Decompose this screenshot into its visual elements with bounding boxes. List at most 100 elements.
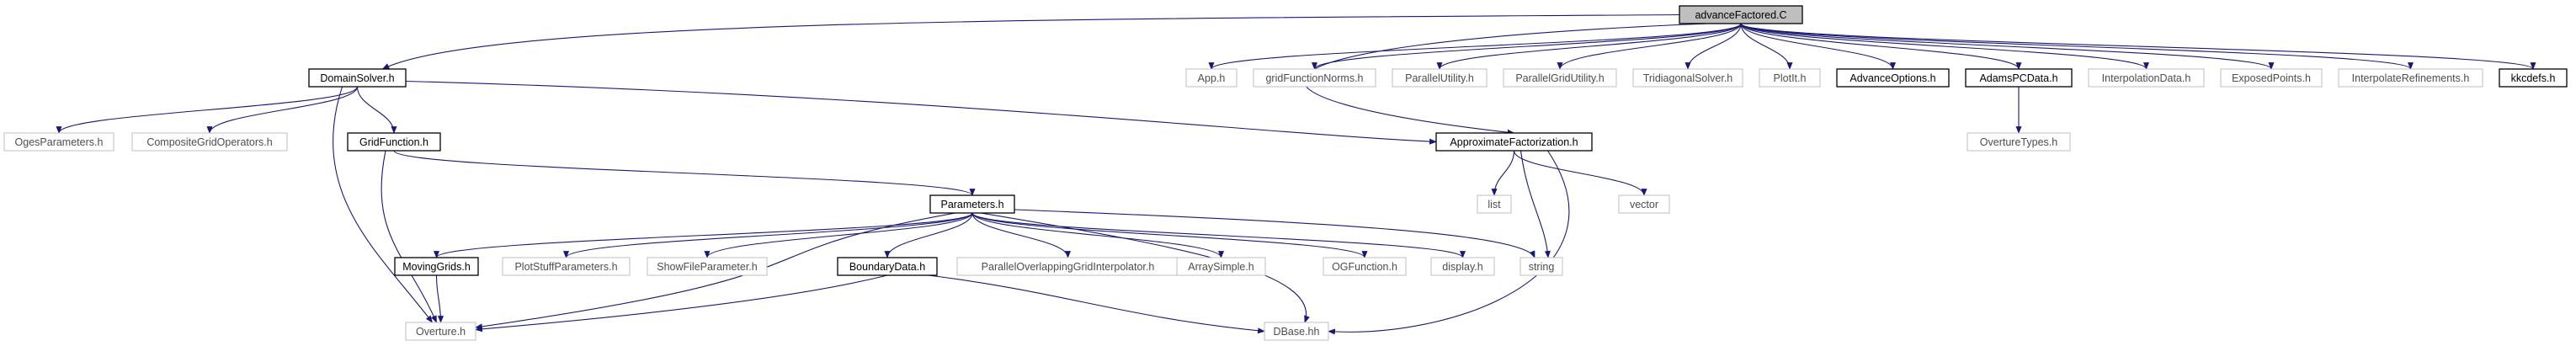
node-box [1185,68,1237,88]
node-parallelutility: ParallelUtility.h [1392,68,1488,88]
node-box [1323,257,1407,276]
node-ogesparameters: OgesParameters.h [3,132,114,152]
node-arraysimple: ArraySimple.h [1176,257,1266,276]
node-list: list [1477,194,1512,214]
node-tridiagonalsolver: TridiagonalSolver.h [1632,68,1743,88]
edge-approximatefactorization-to-list [1491,150,1515,196]
edge-parameters-to-string [1014,209,1535,258]
node-parameters[interactable]: Parameters.h [929,194,1015,214]
node-label: DBase.hh [1274,326,1320,338]
node-box [1253,68,1376,88]
node-overture: Overture.h [405,322,476,341]
node-compositegridoperators: CompositeGridOperators.h [131,132,288,152]
node-gridfunctionnorms: gridFunctionNorms.h [1253,68,1376,88]
node-paralleloverlapping: ParallelOverlappingGridInterpolator.h [956,257,1179,276]
node-box [647,257,768,276]
node-interpolationdata: InterpolationData.h [2088,68,2205,88]
edge-boundarydata-to-dbase [928,274,1265,334]
node-label: TridiagonalSolver.h [1643,72,1733,84]
edge-root-to-adamspcdata [1740,23,2022,70]
edge-movinggrids-to-overture [435,274,444,323]
edge-root-to-plotit [1740,23,1793,70]
node-plotstuffparameters: PlotStuffParameters.h [502,257,631,276]
node-box [1430,257,1495,276]
node-box [929,194,1015,214]
node-root[interactable]: advanceFactored.C [1679,5,1803,24]
edge-parameters-to-display [971,212,1466,258]
edge-parameters-to-showfileparameter [704,212,973,258]
edge-parameters-to-paralleloverlapping [971,212,1071,258]
node-box [1632,68,1743,88]
node-box [1679,5,1803,24]
node-box [131,132,288,152]
node-label: string [1529,261,1555,273]
node-box [2088,68,2205,88]
node-label: GridFunction.h [359,136,428,148]
edge-parameters-to-overture [475,212,956,330]
node-showfileparameter: ShowFileParameter.h [647,257,768,276]
node-parallelgridutility: ParallelGridUtility.h [1503,68,1617,88]
node-boundarydata[interactable]: BoundaryData.h [837,257,938,276]
node-label: InterpolationData.h [2102,72,2191,84]
node-movinggrids[interactable]: MovingGrids.h [394,257,479,276]
node-label: gridFunctionNorms.h [1265,72,1363,84]
edge-root-to-parallelgridutility [1557,23,1742,70]
node-box [308,68,407,88]
node-box [1520,257,1563,276]
node-box [1965,68,2073,88]
node-label: ParallelGridUtility.h [1515,72,1604,84]
node-box [1759,68,1821,88]
edge-domainsolver-to-ogesparameters [56,86,359,134]
edge-approximatefactorization-to-dbase [1328,150,1570,335]
node-label: AdamsPCData.h [1979,72,2057,84]
node-label: ExposedPoints.h [2232,72,2311,84]
node-plotit: PlotIt.h [1759,68,1821,88]
node-box [1176,257,1266,276]
edge-root-to-domainsolver [381,13,1680,70]
node-label: PlotIt.h [1774,72,1807,84]
node-layer: advanceFactored.C DomainSolver.h App.h grid… [3,5,2568,341]
node-label: Parameters.h [940,199,1003,210]
node-kkcdefs[interactable]: kkcdefs.h [2499,68,2568,88]
edge-root-to-apph [1208,23,1742,70]
node-label: vector [1630,199,1658,210]
node-box [1618,194,1670,214]
node-exposedpoints: ExposedPoints.h [2220,68,2323,88]
node-label: OvertureTypes.h [1980,136,2057,148]
node-box [3,132,114,152]
node-label: OgesParameters.h [15,136,104,148]
edge-root-to-parallelutility [1436,23,1742,70]
node-label: Overture.h [416,326,466,338]
node-box [1435,132,1593,152]
node-vector: vector [1618,194,1670,214]
node-adamspcdata[interactable]: AdamsPCData.h [1965,68,2073,88]
node-gridfunction[interactable]: GridFunction.h [347,132,441,152]
node-label: kkcdefs.h [2511,72,2556,84]
edge-parameters-to-arraysimple [971,212,1224,258]
node-label: OGFunction.h [1332,261,1397,273]
node-display: display.h [1430,257,1495,276]
edge-approximatefactorization-to-string [1520,150,1551,258]
node-box [1836,68,1950,88]
node-box [1967,132,2071,152]
edge-boundarydata-to-overture [475,274,888,333]
edge-domainsolver-to-approximatefactorization [405,80,1437,145]
node-approximatefactorization[interactable]: ApproximateFactorization.h [1435,132,1593,152]
edge-parameters-to-ogfunction [971,212,1368,258]
node-label: list [1488,199,1501,210]
edge-gridfunction-to-parameters [393,150,976,196]
edge-root-to-interpolationdata [1740,23,2149,70]
node-box [502,257,631,276]
node-ogfunction: OGFunction.h [1323,257,1407,276]
node-box [347,132,441,152]
node-domainsolver[interactable]: DomainSolver.h [308,68,407,88]
node-box [2499,68,2568,88]
edge-parameters-to-boundarydata [884,212,973,258]
node-advanceoptions[interactable]: AdvanceOptions.h [1836,68,1950,88]
node-label: DomainSolver.h [320,72,394,84]
edge-root-to-gridfunctionnorms [1312,23,1742,70]
edge-root-to-interpolaterefinements [1740,23,2414,70]
edge-gridfunction-to-overture [381,150,438,323]
node-apph: App.h [1185,68,1237,88]
